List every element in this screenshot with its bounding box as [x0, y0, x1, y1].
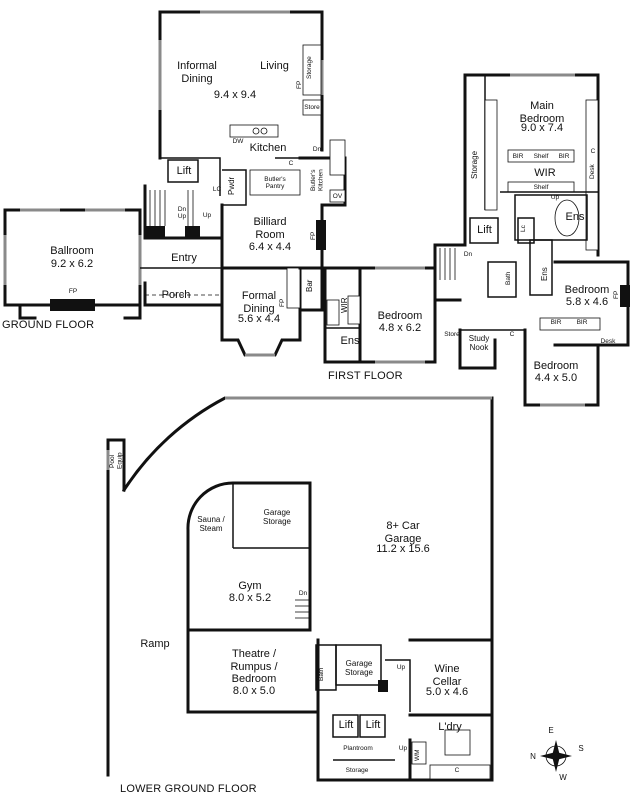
bir-label-3: BIR [550, 319, 562, 326]
butlers-kitchen-label: Butler's Kitchen [310, 169, 325, 191]
lc-first-label: Lc [520, 225, 527, 233]
ballroom-label: Ballroom [50, 245, 94, 257]
billiard-label: Billiard Room [253, 216, 287, 241]
main-bedroom-label: Main Bedroom [519, 100, 565, 125]
lc-ground-label: LC [212, 186, 222, 193]
fp-billiard-label: FP [310, 231, 317, 241]
butlers-pantry-label: Butler's Pantry [264, 176, 286, 191]
dn-ground-label: Dn [312, 146, 322, 153]
gym-size-label: 8.0 x 5.2 [228, 592, 272, 604]
dn-up-label: Dn Up [177, 206, 187, 221]
bir-label-4: BIR [576, 319, 588, 326]
garage-storage-label: Garage Storage [262, 508, 292, 527]
bedroom4-label: Bedroom [533, 360, 579, 372]
dw-label: DW [232, 138, 244, 145]
study-nook-label: Study Nook [468, 334, 490, 353]
up-lower-label: Up [396, 664, 406, 671]
store-label: Store [304, 104, 320, 111]
ens-first-label-2: Ens [540, 267, 549, 281]
c-ground-label: C [288, 160, 294, 167]
fp-formal-label: FP [279, 298, 286, 308]
compass-w: W [559, 773, 567, 782]
billiard-size-label: 6.4 x 4.4 [248, 241, 292, 253]
store-first-label: Store [444, 331, 460, 338]
formal-size-label: 5.6 x 4.4 [237, 313, 281, 325]
bath-lower-label: Bath [318, 667, 325, 681]
theatre-size-label: 8.0 x 5.0 [232, 685, 276, 697]
c-lower-label: C [454, 767, 460, 774]
entry-label: Entry [171, 252, 197, 264]
compass-n: N [530, 752, 536, 761]
laundry-label: L'dry [438, 721, 462, 733]
dn-lower-label: Dn [298, 590, 308, 597]
wir-first-label: WIR [534, 167, 556, 179]
main-bedroom-size-label: 9.0 x 7.4 [520, 122, 564, 134]
bedroom2-size-label: 5.8 x 4.6 [565, 296, 609, 308]
lift-first-label: Lift [477, 224, 492, 236]
bar-label: Bar [305, 279, 314, 293]
up-first-label: Up [550, 194, 560, 201]
informal-size-label: 9.4 x 9.4 [213, 89, 257, 101]
porch-label: Porch [161, 289, 191, 301]
kitchen-label: Kitchen [249, 142, 287, 154]
living-label: Living [260, 60, 289, 72]
wm-label: WM [414, 749, 421, 761]
informal-dining-label: Informal Dining [177, 60, 217, 85]
bedroom4-size-label: 4.4 x 5.0 [534, 372, 578, 384]
plantroom-label: Plantroom [343, 745, 373, 752]
pwdr-label: Pwdr [227, 176, 236, 196]
storage-lower-label: Storage [345, 767, 369, 774]
first-floor-title: FIRST FLOOR [328, 370, 403, 382]
garage-size-label: 11.2 x 15.6 [376, 543, 430, 555]
lower-floor-title: LOWER GROUND FLOOR [120, 783, 257, 795]
fp-first-label: FP [613, 290, 620, 300]
wine-cellar-label: Wine Cellar [432, 663, 462, 688]
ens-bed3-label: Ens [340, 335, 360, 347]
compass-e: E [548, 726, 554, 735]
shelf-label-2: Shelf [533, 184, 549, 191]
storage-first-label: Storage [470, 150, 479, 180]
garage-storage-2-label: Garage Storage [344, 659, 374, 678]
desk-label: Desk [589, 164, 596, 180]
compass-rose [540, 740, 572, 772]
bir-label-2: BIR [558, 153, 570, 160]
ballroom-size-label: 9.2 x 6.2 [50, 258, 94, 270]
c-first-label-2: C [509, 331, 515, 338]
ens-main-label: Ens [565, 211, 585, 223]
up-ground-label: Up [202, 212, 212, 219]
wine-size-label: 5.0 x 4.6 [425, 686, 469, 698]
formal-dining-label: Formal Dining [241, 290, 277, 315]
sauna-label: Sauna / Steam [197, 515, 225, 534]
shelf-label-1: Shelf [533, 153, 549, 160]
fp-ballroom-label: FP [68, 288, 78, 295]
bedroom3-label: Bedroom [377, 310, 423, 322]
ground-floor-walls [3, 10, 347, 357]
lift-ground-label: Lift [176, 165, 192, 177]
gym-label: Gym [238, 580, 262, 592]
bedroom3-size-label: 4.8 x 6.2 [378, 322, 422, 334]
dn-first-label: Dn [463, 251, 473, 258]
lower-floor-walls [106, 396, 494, 782]
bir-label-1: BIR [512, 153, 524, 160]
pool-equip-label: Pool Equip [109, 452, 124, 470]
first-floor-walls [323, 73, 630, 407]
desk-label-2: Desk [600, 338, 616, 345]
c-first-label: C [590, 148, 596, 155]
bedroom2-label: Bedroom [564, 284, 610, 296]
lift-lower-label-2: Lift [365, 719, 381, 731]
theatre-label: Theatre / Rumpus / Bedroom [230, 648, 278, 686]
garage-label: 8+ Car Garage [384, 520, 422, 545]
bath-first-label: Bath [505, 271, 512, 285]
ramp-label: Ramp [140, 638, 170, 650]
wir-first-label-2: WIR [340, 297, 349, 313]
ground-floor-title: GROUND FLOOR [2, 319, 95, 331]
compass-s: S [578, 744, 584, 753]
storage-label: Storage [306, 56, 313, 80]
ov-label: OV [332, 193, 343, 200]
lift-lower-label-1: Lift [338, 719, 354, 731]
up-lower-label-2: Up [398, 745, 408, 752]
fp-living-label: FP [296, 80, 303, 90]
